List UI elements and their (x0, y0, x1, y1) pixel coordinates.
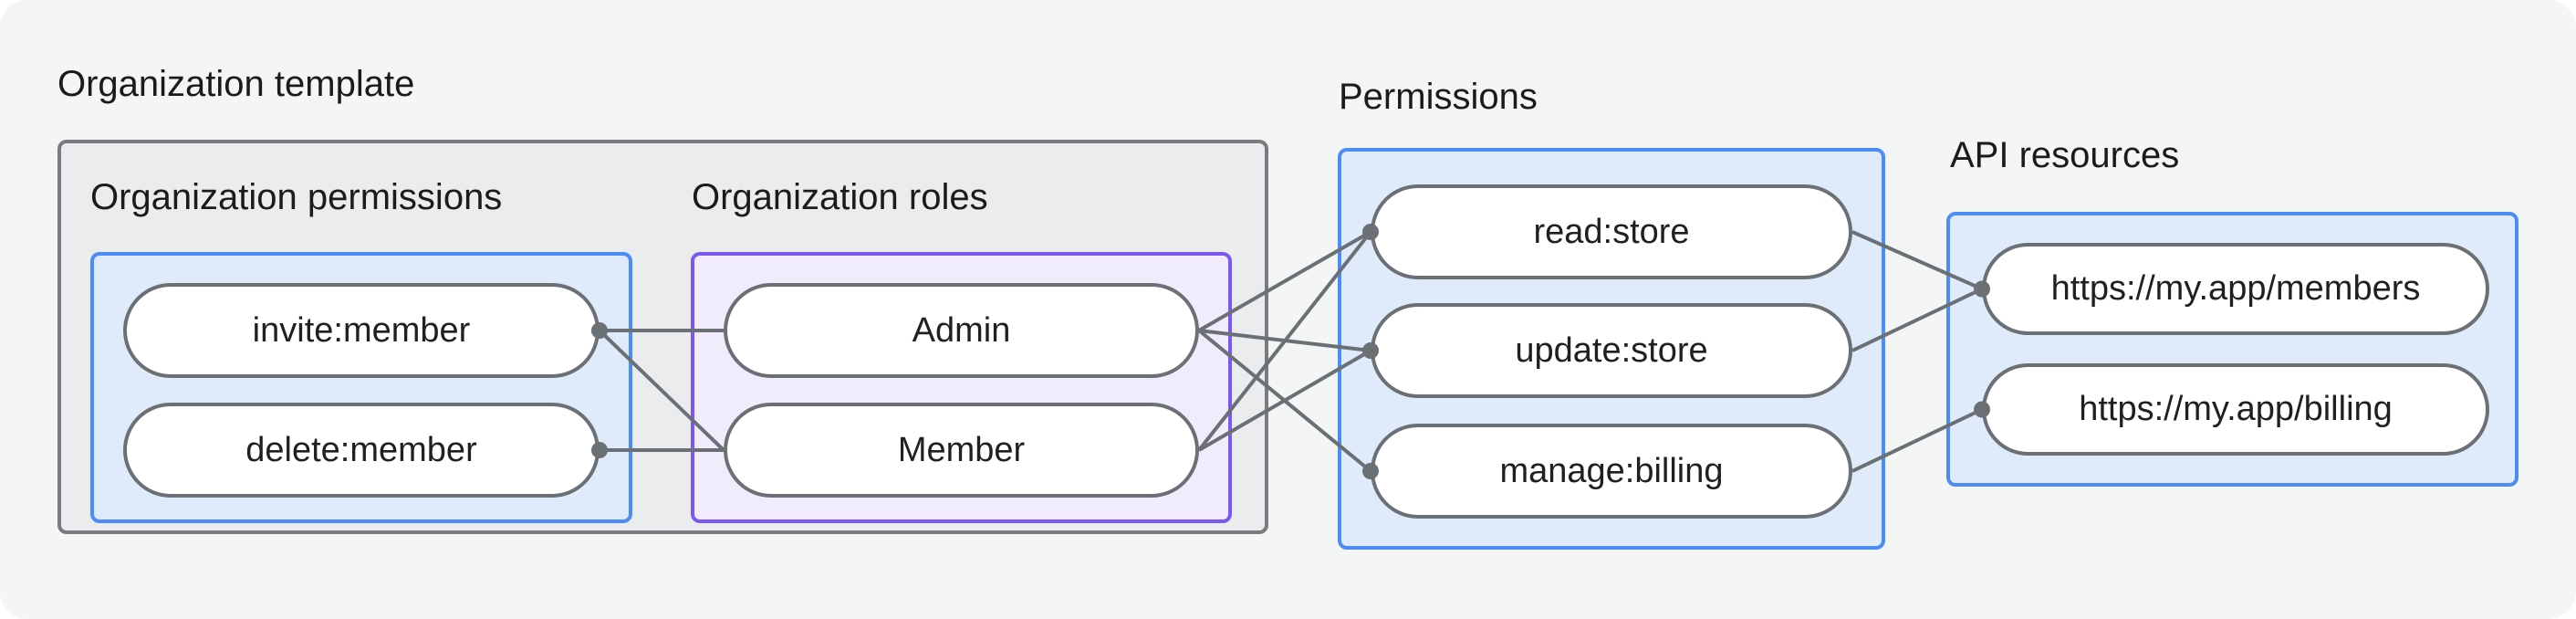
node-delete-member: delete:member (123, 403, 600, 498)
node-invite-member-label: invite:member (252, 310, 471, 350)
node-delete-member-label: delete:member (245, 430, 477, 469)
node-api-billing-url: https://my.app/billing (1982, 363, 2489, 456)
node-read-store: read:store (1371, 184, 1852, 279)
node-manage-billing-label: manage:billing (1499, 451, 1724, 490)
diagram-title: Organization template (57, 64, 415, 104)
node-update-store: update:store (1371, 303, 1852, 398)
node-manage-billing: manage:billing (1371, 424, 1852, 519)
node-api-members-url: https://my.app/members (1982, 243, 2489, 335)
node-admin-role-label: Admin (912, 310, 1011, 350)
node-admin-role: Admin (724, 283, 1199, 378)
organization-permissions-label: Organization permissions (90, 177, 503, 217)
node-api-members-url-label: https://my.app/members (2050, 269, 2421, 308)
node-member-role-label: Member (897, 430, 1026, 469)
api-resources-label: API resources (1950, 135, 2180, 175)
node-invite-member: invite:member (123, 283, 600, 378)
node-read-store-label: read:store (1533, 212, 1690, 251)
node-member-role: Member (724, 403, 1199, 498)
organization-roles-label: Organization roles (692, 177, 988, 217)
node-api-billing-url-label: https://my.app/billing (2079, 390, 2393, 428)
node-update-store-label: update:store (1515, 330, 1708, 370)
permissions-label: Permissions (1339, 77, 1538, 117)
